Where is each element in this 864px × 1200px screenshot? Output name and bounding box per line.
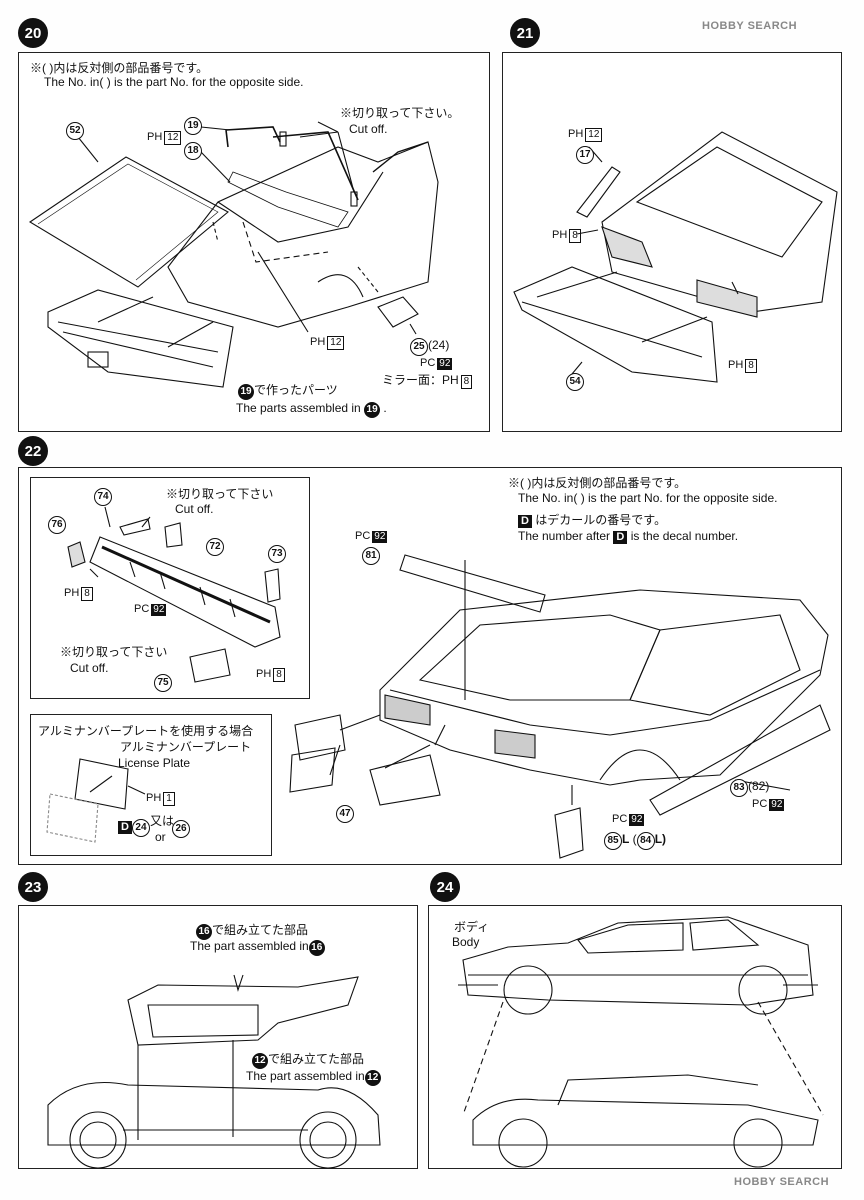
part-83-label: 83(82)	[730, 779, 769, 797]
part-76-label: 76	[48, 516, 66, 534]
step-22-badge: 22	[18, 436, 48, 466]
plate-drawing	[46, 758, 146, 843]
part-75-label: 75	[154, 674, 172, 692]
part-52-label: 52	[66, 122, 84, 140]
inset-cut1-en: Cut off.	[175, 502, 214, 516]
step-20-cut-jp: ※切り取って下さい。	[340, 106, 460, 120]
part-17-label: 17	[576, 146, 594, 164]
part-26-label: 26	[172, 820, 190, 838]
step-22-decal-en: The number after D is the decal number.	[518, 529, 739, 544]
part-72-label: 72	[206, 538, 224, 556]
body-label-jp: ボディ	[454, 920, 490, 934]
plate-en: License Plate	[118, 756, 191, 770]
step-24-panel	[428, 905, 842, 1169]
step-22-inset-lamp	[30, 477, 310, 699]
step-20-badge: 20	[18, 18, 48, 48]
step-24-drawing	[458, 916, 824, 1168]
plate-or-en: or	[155, 830, 166, 844]
plate-or-jp: 又は	[150, 814, 175, 828]
part-19-label: 19	[184, 117, 202, 135]
step-20-note-en: The No. in( ) is the part No. for the op…	[44, 75, 304, 89]
step-23-badge: 23	[18, 872, 48, 902]
part-74-label: 74	[94, 488, 112, 506]
body-label-en: Body	[452, 935, 480, 949]
step-20-drawing	[28, 121, 439, 388]
step-20-made-en: The parts assembled in 19 .	[236, 401, 387, 418]
inset-cut2-en: Cut off.	[70, 661, 109, 675]
part-81-label: 81	[362, 547, 380, 565]
part-25-label: 25(24)	[410, 338, 449, 356]
inset-cut1-jp: ※切り取って下さい	[166, 487, 274, 501]
part-73-label: 73	[268, 545, 286, 563]
step-23-drawing	[47, 974, 381, 1169]
plate-title-jp: アルミナンバープレートを使用する場合	[38, 724, 254, 738]
step-22-inset-plate	[30, 714, 272, 856]
watermark-bottom: HOBBY SEARCH	[734, 1176, 830, 1188]
plate-jp: アルミナンバープレート	[120, 740, 252, 754]
step-22-note-jp: ※( )内は反対側の部品番号です。	[508, 476, 687, 490]
step-20-panel	[18, 52, 490, 432]
step-21-panel	[502, 52, 842, 432]
inset-cut2-jp: ※切り取って下さい	[60, 645, 168, 659]
part-47-label: 47	[336, 805, 354, 823]
tail-lamp-drawing	[67, 506, 281, 683]
hood-part-52	[28, 156, 229, 288]
part-18-label: 18	[184, 142, 202, 160]
step-24-badge: 24	[430, 872, 460, 902]
step-21-drawing	[513, 131, 838, 383]
step-22-note-en: The No. in( ) is the part No. for the op…	[518, 491, 778, 505]
step-20-note-jp: ※( )内は反対側の部品番号です。	[30, 61, 209, 75]
step-20-cut-en: Cut off.	[349, 122, 388, 136]
step-21-badge: 21	[510, 18, 540, 48]
part-54-label: 54	[566, 373, 584, 391]
step-22-decal-jp: D はデカールの番号です。	[518, 513, 666, 528]
rear-car-drawing	[289, 554, 831, 859]
watermark-top: HOBBY SEARCH	[702, 20, 798, 32]
